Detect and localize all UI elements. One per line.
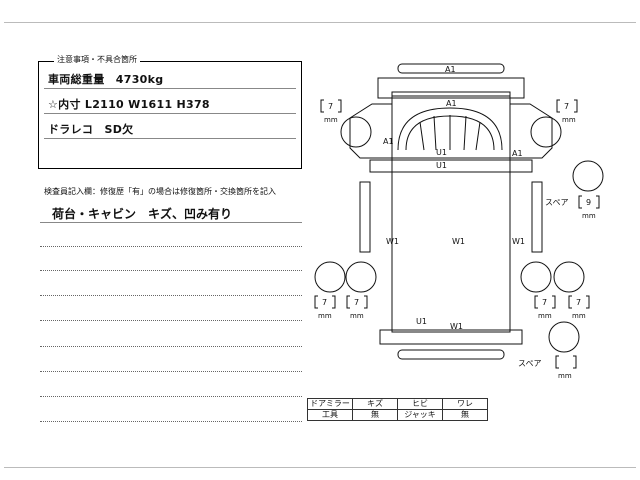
tire-rear-left-outer xyxy=(314,261,346,293)
tread-rear-left-inner: 7 xyxy=(354,298,359,307)
unit-label: mm xyxy=(324,116,338,124)
tread-spare-upper: 9 xyxy=(586,198,591,207)
mark-bed-center-w1: W1 xyxy=(452,237,465,246)
repair-rule xyxy=(40,421,302,422)
spare-label-upper: スペア xyxy=(545,198,568,207)
tire-rear-left-inner xyxy=(345,261,377,293)
table-cell: ヒビ xyxy=(397,398,443,410)
mark-bed-right-w1: W1 xyxy=(512,237,525,246)
side-rail-left xyxy=(359,181,371,253)
table-cell: ジャッキ xyxy=(397,409,443,421)
notes-caption: 注意事項・不具合箇所 xyxy=(54,54,140,65)
table-cell: 無 xyxy=(442,409,488,421)
tire-spare-upper xyxy=(572,160,604,192)
repair-rule xyxy=(40,295,302,296)
tread-front-right: 7 xyxy=(564,102,569,111)
mark-cab-a1: A1 xyxy=(446,99,457,108)
mark-rear-u1: U1 xyxy=(416,317,427,326)
rear-frame xyxy=(379,329,523,345)
bed-front-rail xyxy=(369,159,533,173)
repair-rule xyxy=(40,346,302,347)
tire-front-right xyxy=(530,116,562,148)
table-cell: ドアミラー xyxy=(307,398,353,410)
unit-label: mm xyxy=(350,312,364,320)
tire-spare-lower xyxy=(548,321,580,353)
repair-rule xyxy=(40,270,302,271)
table-cell: 無 xyxy=(352,409,398,421)
equipment-table: ドアミラー キズ ヒビ ワレ 工具 無 ジャッキ 無 xyxy=(307,398,488,421)
mark-rear-w1: W1 xyxy=(450,322,463,331)
mark-windshield-u1: U1 xyxy=(436,161,447,170)
repair-rule xyxy=(40,371,302,372)
table-cell: 工具 xyxy=(307,409,353,421)
mark-front-a1: A1 xyxy=(445,65,456,74)
mark-door-right-a1: A1 xyxy=(512,149,523,158)
repair-instruction: 検査員記入欄：修復歴「有」の場合は修復箇所・交換箇所を記入 xyxy=(44,187,276,196)
cab-front-panel xyxy=(377,77,525,99)
mark-windshield-u1: U1 xyxy=(436,148,447,157)
unit-label: mm xyxy=(562,116,576,124)
tire-front-left xyxy=(340,116,372,148)
repair-rule xyxy=(40,320,302,321)
side-rail-right xyxy=(531,181,543,253)
unit-label: mm xyxy=(582,212,596,220)
inspection-sheet xyxy=(4,22,636,468)
note-rule xyxy=(44,113,296,114)
note-rule xyxy=(44,138,296,139)
spare-label-lower: スペア xyxy=(518,359,541,368)
windshield xyxy=(397,107,503,151)
repair-rule xyxy=(40,222,302,223)
notes-box xyxy=(38,61,302,169)
tire-rear-right-inner xyxy=(520,261,552,293)
unit-label: mm xyxy=(572,312,586,320)
mark-door-left-a1: A1 xyxy=(383,137,394,146)
tread-rear-right-inner: 7 xyxy=(542,298,547,307)
tread-front-left: 7 xyxy=(328,102,333,111)
tire-rear-right-outer xyxy=(553,261,585,293)
table-row: ドアミラー キズ ヒビ ワレ xyxy=(307,398,488,410)
table-cell: ワレ xyxy=(442,398,488,410)
table-cell: キズ xyxy=(352,398,398,410)
table-row: 工具 無 ジャッキ 無 xyxy=(307,409,488,421)
repair-rule xyxy=(40,396,302,397)
cargo-bed xyxy=(391,95,511,333)
note-line-dashcam: ドラレコ SD欠 xyxy=(48,123,134,136)
note-line-weight: 車両総重量 4730kg xyxy=(48,73,164,86)
repair-rule xyxy=(40,246,302,247)
note-line-dimensions: ☆内寸 L2110 W1611 H378 xyxy=(48,98,210,111)
front-bumper xyxy=(397,63,505,74)
unit-label: mm xyxy=(558,372,572,380)
unit-label: mm xyxy=(318,312,332,320)
rear-bumper xyxy=(397,349,505,360)
note-rule xyxy=(44,88,296,89)
tread-rear-right-outer: 7 xyxy=(576,298,581,307)
repair-text: 荷台・キャビン キズ、凹み有り xyxy=(52,207,233,221)
tread-rear-left-outer: 7 xyxy=(322,298,327,307)
mark-bed-left-w1: W1 xyxy=(386,237,399,246)
unit-label: mm xyxy=(538,312,552,320)
